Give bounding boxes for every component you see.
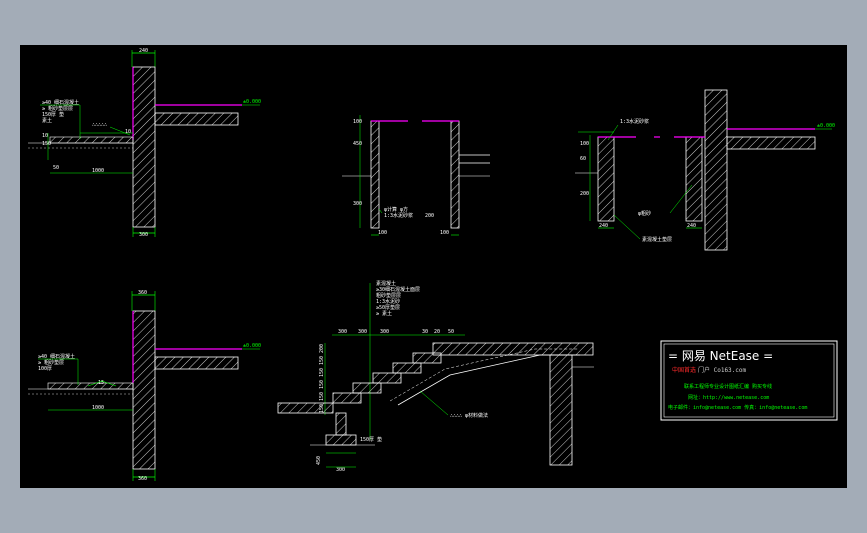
d5-landing xyxy=(432,342,594,356)
d5-note-5: ≥50厚垫层 xyxy=(376,304,400,311)
d1-dim-left-3: 150 xyxy=(42,141,51,147)
d5-note-8: 150厚 垫 xyxy=(360,436,382,443)
d2-note-2: 1:3水泥砂浆 xyxy=(384,212,413,219)
d3-dim-b: 60 xyxy=(580,156,586,162)
d1-note-2: ≥ 粗砂垫层层 xyxy=(42,105,73,112)
d5-ground-slab xyxy=(277,402,334,414)
d5-dim-base: 300 xyxy=(336,467,345,473)
d2-left-wall xyxy=(370,120,380,229)
d3-floor-slab xyxy=(726,136,816,150)
d1-note-3: 150厚 垫 xyxy=(42,111,64,118)
d4-note-1: ≥40 细石混凝土 xyxy=(38,353,75,360)
d1-note-5: ∴∴∴∴∴ xyxy=(92,122,107,128)
d2-dim-bottom-l: 100 xyxy=(378,230,387,236)
title-block-line1a: 中国首选 xyxy=(672,366,696,374)
d4-dim-top: 360 xyxy=(138,290,147,296)
d3-note-2: φ粗砂 xyxy=(638,210,651,217)
title-block-title: = 网易 NetEase = xyxy=(668,349,773,363)
d1-floor-slab xyxy=(154,112,239,126)
d1-apron xyxy=(49,136,134,144)
d4-apron xyxy=(47,382,134,390)
d1-note-1: ≥40 细石混凝土 xyxy=(42,99,79,106)
d5-dim-top-3: 300 xyxy=(380,329,389,335)
title-block-line3: 网址：http://www.netease.com xyxy=(688,394,769,401)
cad-viewport[interactable]: 240 ±0.000 ≥40 细石混凝土 ≥ 粗砂垫层层 150厚 垫 素土 ∴… xyxy=(20,45,847,488)
detail-3: ±0.000 100 60 200 1:3水泥砂浆 φ粗砂 素混凝土垫层 240… xyxy=(575,89,835,251)
d5-dim-top-2: 300 xyxy=(358,329,367,335)
d1-note-4: 素土 xyxy=(42,117,52,124)
d1-dim-top: 240 xyxy=(139,48,148,54)
d5-note-3: 粗砂垫层层 xyxy=(376,292,401,299)
d1-dim-left-2: 50 xyxy=(53,165,59,171)
d5-note-6: ≥ 素土 xyxy=(376,310,392,317)
d1-dim-small: 10 xyxy=(125,129,131,135)
d3-dim-bottom-l: 240 xyxy=(599,223,608,229)
d1-dim-width: 1000 xyxy=(92,168,104,174)
d4-note-2: ≥ 粗砂垫层 xyxy=(38,359,64,366)
d2-right-wall xyxy=(450,120,460,229)
d5-dim-left-5: 150 xyxy=(319,356,325,365)
d2-dim-bottom-r: 100 xyxy=(440,230,449,236)
d1-dim-bottom: 300 xyxy=(139,232,148,238)
title-block: = 网易 NetEase = 中国首选 门户 Co163.com 联系工程师专业… xyxy=(660,340,838,421)
d4-dim-bottom: 360 xyxy=(138,476,147,482)
d5-dim-top-6: 50 xyxy=(448,329,454,335)
d2-dim-b: 450 xyxy=(353,141,362,147)
d5-dim-left-3: 150 xyxy=(319,380,325,389)
d3-left-post xyxy=(597,136,615,222)
d4-dim-small: 15 xyxy=(98,380,104,386)
d4-note-3: 100厚 xyxy=(38,366,52,372)
d3-wall xyxy=(704,89,728,251)
d4-dim-width: 1000 xyxy=(92,405,104,411)
d5-step-1 xyxy=(332,392,362,404)
d5-dim-top-4: 30 xyxy=(422,329,428,335)
d5-dim-left-6: 200 xyxy=(319,344,325,353)
d5-note-2: ≥30细石混凝土面层 xyxy=(376,286,420,293)
d5-dim-depth: 450 xyxy=(316,456,322,465)
detail-1: 240 ±0.000 ≥40 细石混凝土 ≥ 粗砂垫层层 150厚 垫 素土 ∴… xyxy=(28,48,261,238)
d3-right-post xyxy=(685,136,703,222)
d1-dim-left-1: 10 xyxy=(42,133,48,139)
d4-level: ±0.000 xyxy=(243,343,261,349)
title-block-line1b: 门户 Co163.com xyxy=(698,366,747,374)
d5-note-1: 素混凝土 xyxy=(376,280,396,287)
d2-dim-c: 300 xyxy=(353,201,362,207)
d5-dim-top-1: 300 xyxy=(338,329,347,335)
d5-step-2 xyxy=(352,382,382,394)
d2-note-1: φ计算 φ方 xyxy=(384,206,408,213)
d5-note-7: ∴∴∴∴ φ材料做法 xyxy=(450,412,488,419)
detail-2: 100 450 300 φ计算 φ方 1:3水泥砂浆 200 100 100 xyxy=(342,115,490,236)
d5-dim-top-5: 20 xyxy=(434,329,440,335)
d4-wall xyxy=(132,310,156,470)
d5-step-5 xyxy=(412,352,442,364)
d3-dim-bottom-r: 240 xyxy=(687,223,696,229)
d3-level: ±0.000 xyxy=(817,123,835,129)
d5-dim-left-2: 150 xyxy=(319,392,325,401)
d3-dim-a: 100 xyxy=(580,141,589,147)
d2-dim-a: 100 xyxy=(353,119,362,125)
d1-wall xyxy=(132,66,156,228)
d5-step-4 xyxy=(392,362,422,374)
d3-note-1: 1:3水泥砂浆 xyxy=(620,118,649,125)
d5-footing-base xyxy=(325,434,357,446)
d3-note-3: 素混凝土垫层 xyxy=(642,236,672,243)
d3-dim-c: 200 xyxy=(580,191,589,197)
cad-drawing-canvas[interactable]: 240 ±0.000 ≥40 细石混凝土 ≥ 粗砂垫层层 150厚 垫 素土 ∴… xyxy=(20,45,847,488)
title-block-frame xyxy=(660,340,838,421)
d4-floor-slab xyxy=(154,356,239,370)
d5-right-wall xyxy=(549,354,573,466)
d5-step-3 xyxy=(372,372,402,384)
detail-5: 素混凝土 ≥30细石混凝土面层 粗砂垫层层 1:3水泥砂 ≥50厚垫层 ≥ 素土… xyxy=(277,280,594,473)
d2-dim-d: 200 xyxy=(425,213,434,219)
d5-dim-left-4: 150 xyxy=(319,368,325,377)
d5-note-4: 1:3水泥砂 xyxy=(376,298,400,305)
d1-level: ±0.000 xyxy=(243,99,261,105)
title-block-line4: 电子邮件：info@netease.com 传真：info@netease.co… xyxy=(668,404,807,411)
title-block-line2: 联系工程师专业设计图纸汇编 购买专线 xyxy=(684,383,772,390)
detail-4: 360 ±0.000 ≥40 细石混凝土 ≥ 粗砂垫层 100厚 15 1000… xyxy=(28,290,261,482)
d5-footing-stem xyxy=(335,412,347,436)
